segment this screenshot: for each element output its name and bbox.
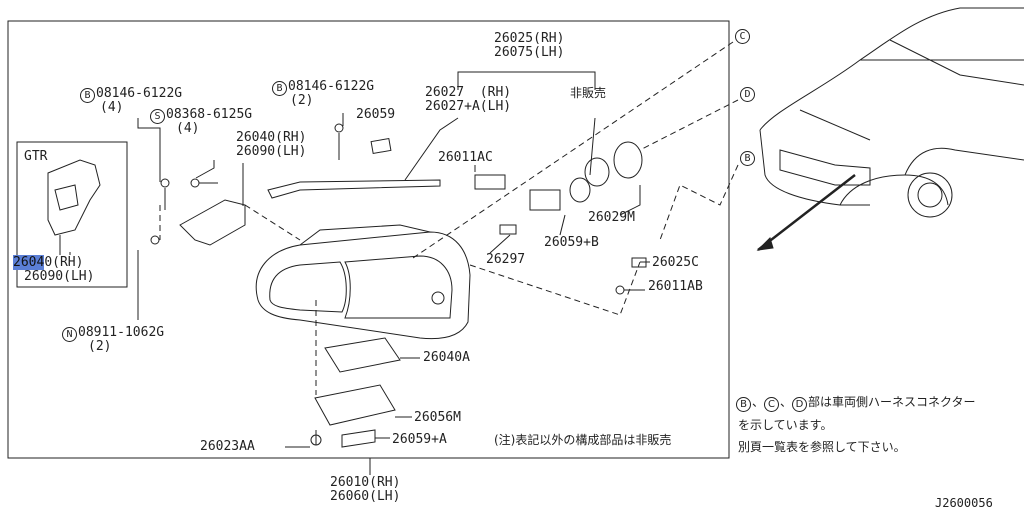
label-fastener-s-qty: (4) [176, 121, 200, 136]
gtr-inset-frame [16, 141, 128, 288]
label-26011ac: 26011AC [438, 150, 493, 165]
gtr-26040-highlight: 2604 [13, 255, 45, 270]
connector-b-marker: B [740, 150, 756, 166]
car-illustration [756, 7, 1024, 251]
headlamp-illustration [255, 224, 471, 340]
label-26011ab: 26011AB [648, 279, 703, 294]
label-26040a: 26040A [423, 350, 470, 365]
label-26059-pad [370, 137, 392, 155]
label-26025-rh: 26025(RH) [494, 31, 565, 46]
bulb-assembly-illustration [474, 141, 647, 295]
gtr-label: GTR [24, 149, 48, 164]
label-26023aa: 26023AA [200, 439, 255, 454]
label-26059: 26059 [356, 107, 396, 122]
label-26027a-lh: 26027+A(LH) [425, 99, 512, 114]
label-fastener-b1-qty: (4) [100, 100, 124, 115]
connector-d-marker: D [740, 86, 756, 102]
label-26060-lh: 26060(LH) [330, 489, 401, 504]
leader-lines [69, 71, 650, 475]
legend-line-2: を示しています。 [738, 418, 833, 432]
label-26297: 26297 [486, 252, 526, 267]
label-26027-rh: 26027 (RH) [425, 85, 512, 100]
figure-id: J2600056 [935, 496, 993, 510]
label-gtr-26040-rh: 26040(RH) [13, 255, 84, 270]
label-not-for-sale: 非販売 [570, 86, 607, 100]
dashed-connector-lines [159, 41, 739, 395]
label-26059b: 26059+B [544, 235, 599, 250]
note-text: (注)表記以外の構成部品は非販売 [494, 433, 672, 447]
label-26010-rh: 26010(RH) [330, 475, 401, 490]
label-gtr-26090-lh: 26090(LH) [24, 269, 95, 284]
label-fastener-b2-qty: (2) [290, 93, 314, 108]
label-26029m: 26029M [588, 210, 635, 225]
label-26040-rh: 26040(RH) [236, 130, 307, 145]
side-bracket-illustration [150, 123, 441, 246]
diagram-frame [7, 20, 730, 459]
gtr-bracket-illustration [47, 159, 101, 255]
label-26059a: 26059+A [392, 432, 447, 447]
label-fastener-n-qty: (2) [88, 339, 112, 354]
connector-c-marker: C [735, 28, 751, 44]
label-26075-lh: 26075(LH) [494, 45, 565, 60]
label-26090-lh: 26090(LH) [236, 144, 307, 159]
label-26025c: 26025C [652, 255, 699, 270]
legend-line-3: 別頁一覧表を参照して下さい。 [738, 440, 906, 454]
lower-bracket-illustration [310, 337, 401, 448]
label-26056m: 26056M [414, 410, 461, 425]
